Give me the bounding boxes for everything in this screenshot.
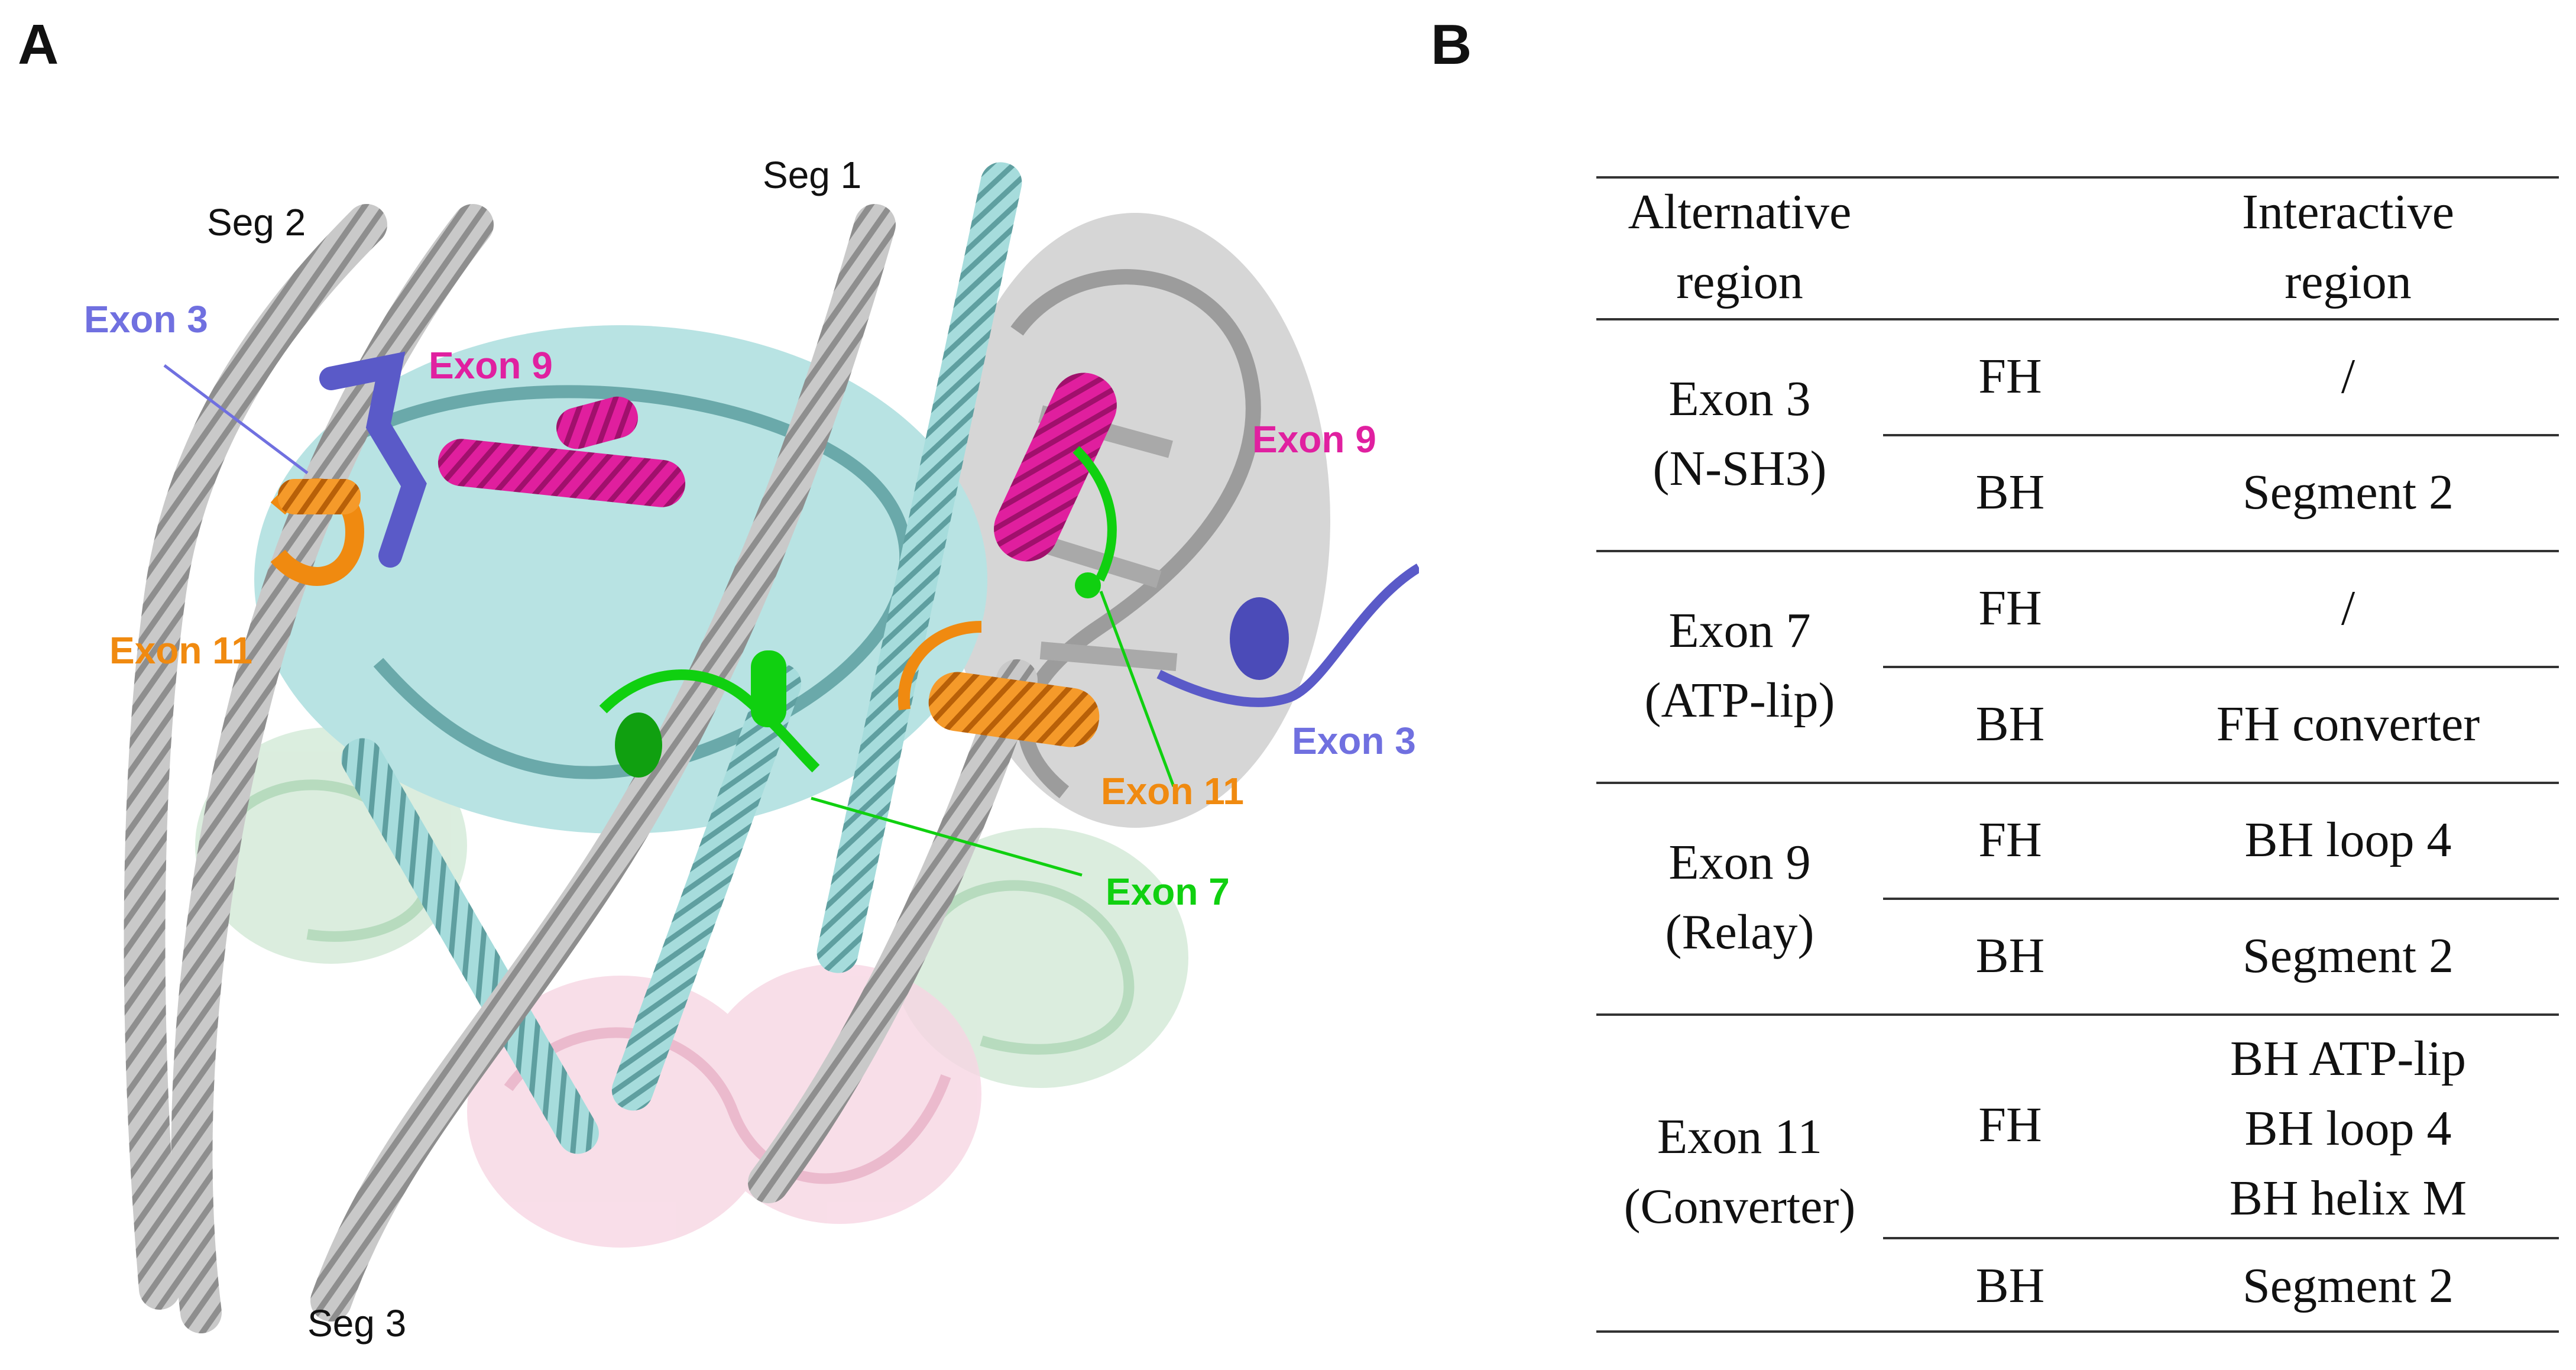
header-col3-line1: Interactive <box>2241 184 2455 239</box>
region-name: Exon 7 <box>1668 603 1811 658</box>
region-subtitle: (ATP-lip) <box>1644 673 1835 728</box>
interactive-cell: Segment 2 <box>2243 465 2454 520</box>
table-top-rule <box>1596 176 2559 179</box>
seg1-label: Seg 1 <box>763 154 861 196</box>
header-col1-line1: Alternative <box>1628 184 1852 239</box>
region-exon7: Exon 7 (ATP-lip) <box>1596 596 1883 736</box>
exon7-left-structure <box>599 650 820 778</box>
exon9-left-structure <box>438 396 686 507</box>
head-cell: BH <box>1975 1258 2045 1313</box>
light-chain-green-right <box>893 828 1188 1088</box>
header-bottom-rule <box>1596 318 2559 320</box>
exon7-right-structure <box>1072 446 1117 598</box>
exon11-right-structure <box>897 621 1100 747</box>
seg3-label: Seg 3 <box>307 1302 406 1345</box>
header-interactive-region: Interactive region <box>2137 177 2559 317</box>
interactive-line: BH ATP-lip <box>2230 1031 2467 1086</box>
exon7-leader-line-a <box>1099 591 1175 787</box>
interactive-line: BH loop 4 <box>2244 1101 2452 1156</box>
exon3-right-structure <box>1156 563 1419 707</box>
panel-a-letter: A <box>18 13 59 76</box>
panel-b-letter: B <box>1431 13 1472 76</box>
exon3-left-label: Exon 3 <box>84 298 208 341</box>
region-subtitle: (Converter) <box>1624 1179 1856 1234</box>
exon7-label: Exon 7 <box>1106 870 1230 913</box>
interactive-cell: / <box>2341 581 2355 636</box>
interactive-cell: Segment 2 <box>2243 1258 2454 1313</box>
exon11-left-label: Exon 11 <box>109 629 252 672</box>
group2-inner-rule <box>1883 666 2559 668</box>
group4-inner-rule <box>1883 1237 2559 1239</box>
head-cell: BH <box>1975 697 2045 752</box>
table-bottom-rule <box>1596 1330 2559 1333</box>
group1-inner-rule <box>1883 434 2559 436</box>
interactive-cell: BH ATP-lip BH loop 4 BH helix M <box>2137 1024 2559 1233</box>
region-name: Exon 11 <box>1657 1109 1823 1164</box>
exon3-left-leader-line <box>163 364 309 474</box>
region-name: Exon 3 <box>1668 371 1811 426</box>
region-name: Exon 9 <box>1668 835 1811 890</box>
region-exon11: Exon 11 (Converter) <box>1596 1102 1883 1242</box>
interactive-cell: Segment 2 <box>2243 928 2454 983</box>
exon3-right-label: Exon 3 <box>1292 720 1416 762</box>
interactive-cell: BH loop 4 <box>2244 812 2452 867</box>
interactive-cell: / <box>2341 349 2355 404</box>
exon11-left-structure <box>270 478 365 586</box>
head-cell: BH <box>1975 928 2045 983</box>
exon11-right-label: Exon 11 <box>1101 770 1244 812</box>
exon3-left-structure <box>319 351 427 568</box>
exon7-leader-line-b <box>811 796 1083 877</box>
header-alternative-region: Alternative region <box>1596 177 1883 317</box>
region-subtitle: (N-SH3) <box>1652 441 1827 496</box>
region-subtitle: (Relay) <box>1665 905 1814 960</box>
head-cell: FH <box>1978 812 2042 867</box>
group3-inner-rule <box>1883 898 2559 900</box>
head-cell: FH <box>1978 349 2042 404</box>
exon9-left-label: Exon 9 <box>429 344 553 387</box>
region-exon9: Exon 9 (Relay) <box>1596 828 1883 967</box>
header-col3-line2: region <box>2285 254 2412 309</box>
group1-bottom-rule <box>1596 550 2559 552</box>
exon9-right-label: Exon 9 <box>1252 418 1376 461</box>
region-exon3: Exon 3 (N-SH3) <box>1596 364 1883 504</box>
group2-bottom-rule <box>1596 782 2559 784</box>
head-cell: FH <box>1978 581 2042 636</box>
protein-structure-illustration: Seg 1 Seg 2 Seg 3 Exon 3 Exon 9 Exon 11 … <box>84 154 1419 1345</box>
head-cell: BH <box>1975 465 2045 520</box>
seg2-label: Seg 2 <box>207 201 306 244</box>
interactive-line: BH helix M <box>2229 1171 2467 1226</box>
interactive-cell: FH converter <box>2216 697 2480 752</box>
header-col1-line2: region <box>1676 254 1803 309</box>
exon9-right-structure <box>994 373 1117 562</box>
head-cell: FH <box>1978 1097 2042 1152</box>
group3-bottom-rule <box>1596 1013 2559 1016</box>
coiled-coil-gray <box>124 204 1038 1333</box>
